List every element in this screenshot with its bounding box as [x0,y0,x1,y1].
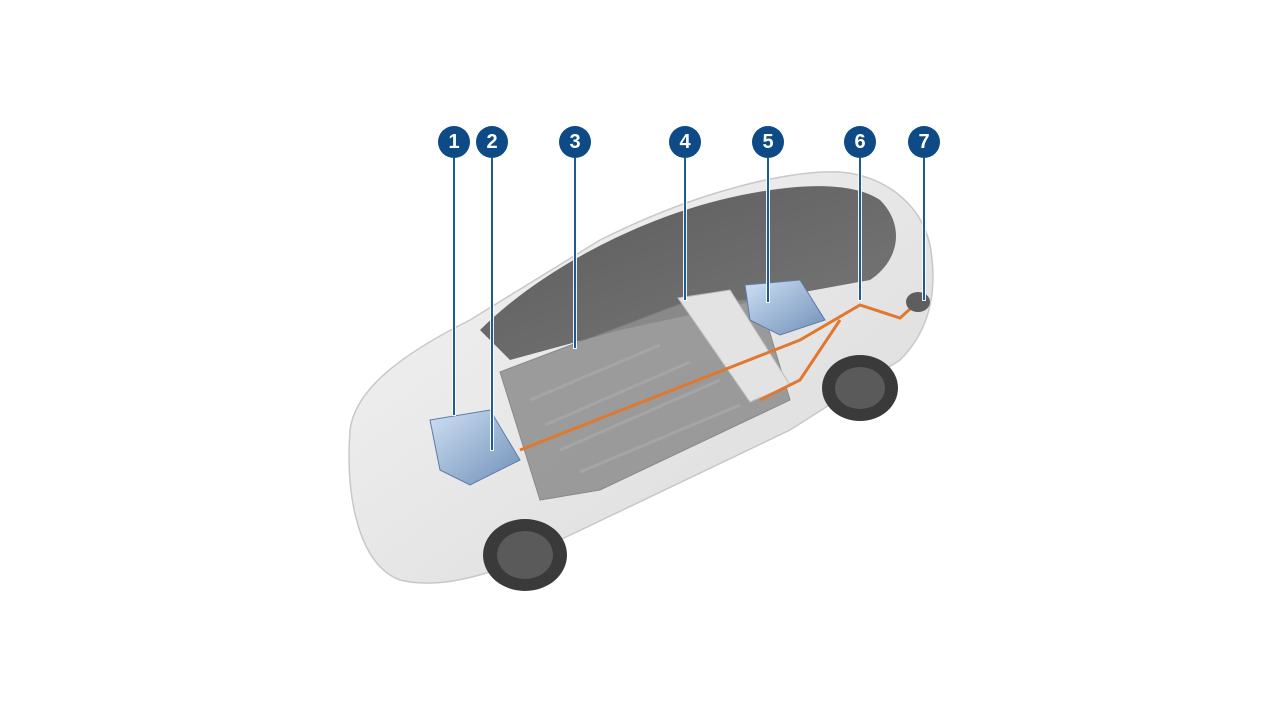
leader-line-6 [859,158,861,300]
charge-port [906,292,930,312]
callout-marker-4: 4 [669,126,701,158]
leader-line-3 [574,158,576,348]
front-drive-unit [429,409,521,486]
callout-marker-2: 2 [476,126,508,158]
hv-cable [519,298,922,452]
callout-marker-5: 5 [752,126,784,158]
rear-drive-unit [744,279,826,336]
callout-marker-7: 7 [908,126,940,158]
leader-line-7 [923,158,925,300]
leader-line-5 [767,158,769,302]
callout-marker-1: 1 [438,126,470,158]
leader-line-2 [491,158,493,450]
callout-marker-6: 6 [844,126,876,158]
leader-line-1 [453,158,455,415]
leader-line-4 [684,158,686,300]
glass-roof [480,186,897,360]
callout-marker-3: 3 [559,126,591,158]
